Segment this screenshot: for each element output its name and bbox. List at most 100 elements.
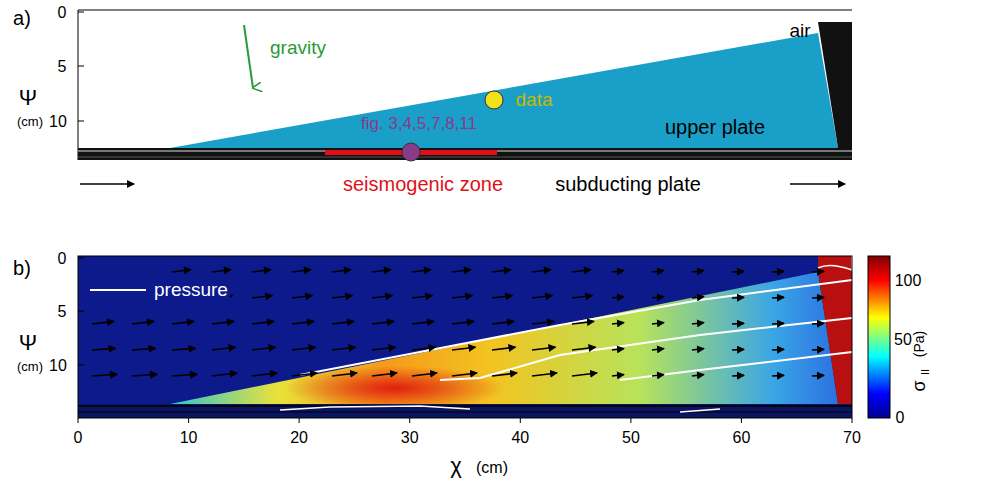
legend-text: pressure — [152, 280, 230, 301]
velocity-arrow — [732, 297, 744, 299]
velocity-arrow — [692, 375, 704, 376]
plot-label: Ψ — [19, 331, 37, 355]
plot-label: 5 — [58, 303, 67, 321]
velocity-arrow — [532, 296, 552, 298]
plot-label: 0 — [58, 4, 67, 22]
plot-label: 30 — [401, 429, 419, 447]
velocity-arrow — [452, 321, 474, 324]
velocity-arrow — [372, 270, 391, 272]
velocity-arrow — [772, 297, 784, 299]
velocity-arrow — [532, 347, 555, 350]
velocity-arrow — [652, 271, 664, 272]
velocity-arrow — [172, 321, 194, 324]
velocity-arrow — [652, 297, 664, 298]
velocity-arrow — [252, 296, 272, 298]
velocity-arrow — [252, 321, 274, 324]
velocity-arrow — [492, 270, 511, 272]
velocity-arrow — [572, 296, 592, 298]
velocity-arrow — [92, 374, 117, 376]
plot-label: b) — [13, 257, 31, 279]
velocity-arrow — [732, 349, 744, 351]
velocity-arrow — [452, 347, 475, 350]
velocity-arrow — [612, 349, 624, 350]
velocity-arrow — [532, 270, 551, 272]
velocity-arrow — [692, 349, 704, 350]
plot-label: (cm) — [476, 459, 508, 477]
velocity-arrow — [612, 297, 624, 298]
plot-label: fig. 3,4,5,7,8,11 — [361, 115, 477, 134]
velocity-arrow — [132, 374, 157, 376]
velocity-arrow — [732, 375, 744, 377]
velocity-arrow — [212, 373, 237, 376]
velocity-arrow — [492, 373, 517, 376]
plot-label: air — [789, 21, 810, 42]
plot-label: σ — [910, 380, 930, 391]
velocity-arrow — [412, 321, 434, 324]
velocity-arrow — [572, 347, 595, 350]
plot-label: Ψ — [19, 86, 37, 110]
velocity-arrow — [812, 323, 824, 325]
velocity-arrow — [292, 373, 317, 376]
velocity-arrow — [292, 270, 311, 272]
plot-label: a) — [13, 7, 31, 29]
velocity-arrow — [372, 321, 394, 324]
velocity-arrow — [732, 271, 744, 273]
velocity-arrow — [572, 270, 591, 272]
velocity-arrow — [332, 347, 355, 350]
velocity-arrow — [772, 349, 784, 351]
plot-label: 0 — [58, 250, 67, 268]
velocity-arrow — [572, 373, 597, 376]
velocity-arrow — [252, 373, 277, 376]
plot-label: 0 — [74, 429, 83, 447]
plot-label: 20 — [290, 429, 308, 447]
velocity-arrow — [692, 297, 704, 298]
plot-label: upper plate — [665, 116, 765, 138]
velocity-arrow — [332, 373, 357, 376]
plot-label: 10 — [180, 429, 198, 447]
velocity-arrow — [692, 271, 704, 272]
velocity-arrow — [92, 348, 116, 350]
velocity-arrow — [372, 347, 395, 350]
velocity-arrow — [812, 271, 824, 273]
velocity-arrow — [812, 349, 824, 351]
velocity-arrow — [292, 347, 315, 350]
velocity-arrow — [492, 296, 512, 298]
plot-label: 5 — [58, 58, 67, 76]
velocity-arrow — [772, 323, 784, 325]
velocity-arrow — [332, 321, 354, 324]
plot-label: 10 — [49, 113, 67, 131]
velocity-arrow — [492, 347, 515, 350]
velocity-arrow — [732, 323, 744, 325]
velocity-arrow — [172, 348, 196, 350]
velocity-arrow — [812, 375, 824, 377]
velocity-arrow — [492, 321, 514, 324]
velocity-arrow — [612, 375, 624, 376]
velocity-arrow — [652, 349, 664, 350]
plot-label: 10 — [49, 357, 67, 375]
velocity-arrow — [412, 373, 437, 376]
velocity-arrow — [212, 347, 235, 350]
plot-label: seismogenic zone — [343, 173, 503, 195]
plot-label: χ — [450, 454, 462, 478]
velocity-arrow — [412, 347, 435, 350]
velocity-arrow — [172, 270, 191, 272]
velocity-arrow — [132, 348, 156, 350]
plot-label: (Pa) — [912, 331, 927, 357]
velocity-arrow — [452, 270, 471, 272]
plot-label: (cm) — [17, 115, 43, 129]
velocity-arrow — [612, 271, 624, 272]
velocity-arrow — [772, 271, 784, 273]
velocity-arrow — [252, 270, 271, 272]
velocity-arrow — [452, 373, 477, 376]
velocity-arrow — [252, 347, 275, 350]
velocity-arrow — [332, 296, 352, 298]
velocity-arrow — [132, 321, 154, 324]
velocity-arrow — [172, 374, 197, 376]
plot-label: subducting plate — [555, 173, 701, 195]
plot-label: 50 — [622, 429, 640, 447]
velocity-arrow — [212, 321, 234, 324]
velocity-arrow — [292, 296, 312, 298]
velocity-arrow — [612, 323, 624, 324]
